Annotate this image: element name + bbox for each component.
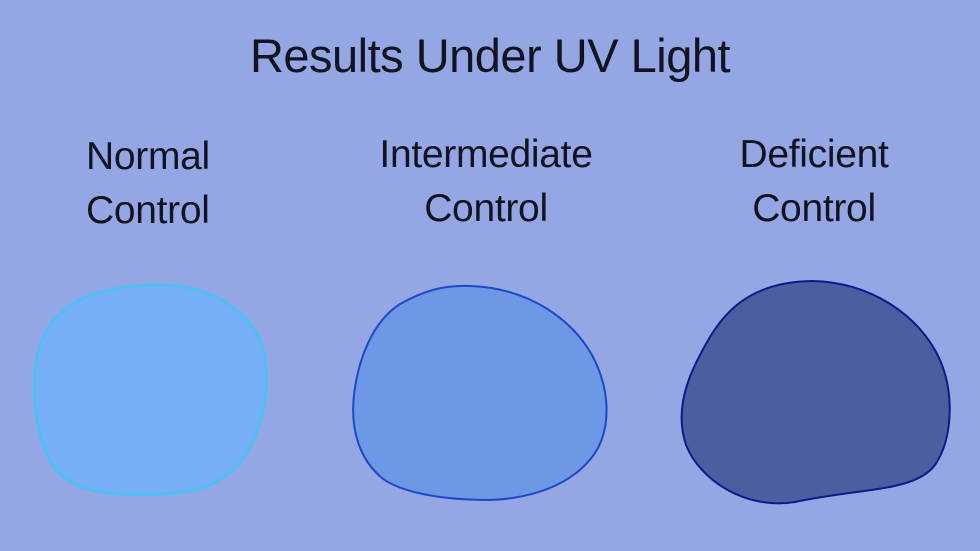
deficient-control-label-line1: Deficient [739, 133, 889, 176]
normal-control-spot [32, 283, 268, 496]
intermediate-control-label-line2: Control [424, 187, 548, 230]
intermediate-control-label-line1: Intermediate [379, 133, 593, 176]
normal-control-label-line1: Normal [86, 135, 210, 178]
normal-control-label: Normal Control [86, 130, 210, 238]
normal-control-label-line2: Control [86, 189, 210, 232]
intermediate-control-spot [352, 284, 608, 502]
deficient-control-spot [680, 279, 951, 505]
deficient-control-label: Deficient Control [700, 128, 928, 236]
slide-title: Results Under UV Light [249, 29, 731, 82]
deficient-control-label-line2: Control [752, 187, 876, 230]
intermediate-control-label: Intermediate Control [350, 128, 622, 236]
